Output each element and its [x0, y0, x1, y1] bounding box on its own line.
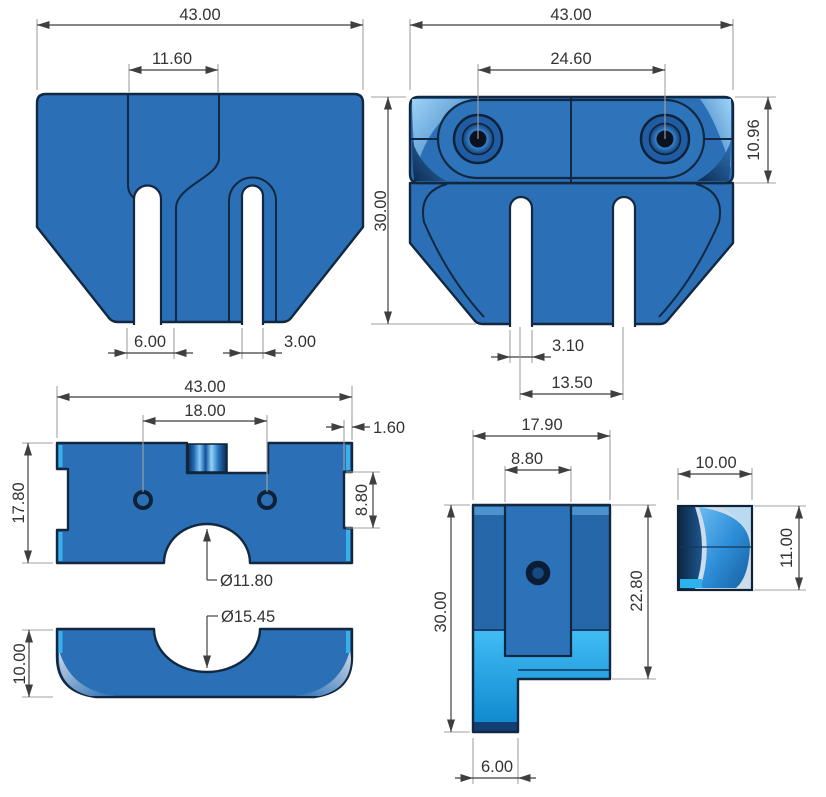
dim-side-foot-width: 6.00 [481, 758, 513, 776]
dim-side-shoulder-height: 22.80 [628, 570, 646, 611]
edge-highlight [58, 631, 63, 653]
dim-back-overall-width: 43.00 [550, 6, 591, 24]
back-face-fillet-left [422, 183, 485, 318]
back-view: 43.00 24.60 30.00 10.96 3.10 13.50 [371, 6, 776, 400]
top-screw-hole-left [133, 490, 153, 510]
side-foot-shadow [474, 722, 518, 731]
dim-side-overall-width: 17.90 [521, 416, 562, 434]
dim-back-hole-spacing: 24.60 [550, 50, 591, 68]
band-corner-highlight-left [412, 99, 470, 168]
detail-outline [676, 504, 754, 592]
edge-highlight [58, 532, 63, 561]
band-corner-shadow-right [697, 140, 731, 181]
dim-bottom-large-bore: Ø15.45 [221, 608, 275, 626]
edge-highlight [346, 445, 350, 470]
dim-bottom-thickness: 10.00 [11, 643, 29, 684]
front-body [35, 92, 365, 324]
front-joint-line-right [175, 94, 220, 322]
dim-top-edge-step: 1.60 [373, 419, 405, 437]
band-corner-highlight-right [700, 99, 731, 168]
dim-front-left-slot-offset: 6.00 [134, 333, 166, 351]
bottom-view: Ø15.45 10.00 [11, 608, 354, 699]
dim-top-side-notch: 8.80 [353, 484, 371, 516]
dim-side-channel-width: 8.80 [511, 450, 543, 468]
dim-top-hole-spacing: 18.00 [184, 402, 225, 420]
dim-back-clamp-height: 10.96 [745, 119, 763, 160]
detail-top-highlight [720, 507, 751, 535]
dim-side-overall-height: 30.00 [432, 591, 450, 632]
edge-highlight [346, 631, 350, 653]
side-view: 17.90 8.80 30.00 22.80 6.00 [432, 416, 656, 784]
side-body-outline [471, 503, 612, 734]
front-slot-right-outer-outline [228, 176, 277, 322]
edge-highlight [346, 530, 350, 561]
dim-front-overall-width: 43.00 [179, 6, 220, 24]
dim-detail-height: 11.00 [778, 528, 796, 568]
detail-left-shadow [679, 507, 702, 589]
edge-highlight [58, 445, 63, 467]
dim-top-overall-width: 43.00 [184, 378, 225, 396]
dim-front-joint-width: 11.60 [152, 50, 192, 68]
top-body [55, 441, 354, 565]
top-view: 43.00 18.00 1.60 17.80 8.80 Ø11.80 [10, 378, 405, 590]
dim-detail-width: 10.00 [695, 454, 736, 472]
dim-top-small-bore: Ø11.80 [220, 572, 273, 590]
band-corner-shadow-left [412, 140, 446, 181]
edge-highlight [680, 579, 702, 588]
back-slot-left [508, 195, 534, 327]
front-joint-line-left [127, 94, 135, 199]
dim-back-overall-height: 30.00 [372, 190, 390, 231]
top-screw-hole-right [257, 490, 277, 510]
dim-front-slot-width: 3.00 [284, 333, 316, 351]
edge-highlight [572, 507, 609, 515]
edge-highlight [474, 507, 504, 515]
detail-view: 10.00 11.00 [676, 454, 806, 592]
top-cylinder-insert [187, 443, 228, 473]
back-lower-body [408, 181, 735, 326]
dim-back-slot-spacing: 13.50 [551, 374, 592, 392]
front-slot-left [132, 184, 163, 325]
back-face-fillet-right [658, 183, 721, 318]
back-slot-right [611, 195, 637, 327]
front-view: 43.00 11.60 6.00 3.00 [35, 6, 365, 359]
bottom-corner-sheen-right [295, 650, 351, 696]
side-screw-hole [525, 560, 551, 586]
dim-top-overall-depth: 17.80 [10, 482, 28, 523]
bottom-body [55, 627, 354, 699]
front-slot-right [240, 184, 265, 325]
bottom-corner-sheen-left [59, 650, 115, 696]
dim-back-slot-width: 3.10 [552, 337, 584, 355]
